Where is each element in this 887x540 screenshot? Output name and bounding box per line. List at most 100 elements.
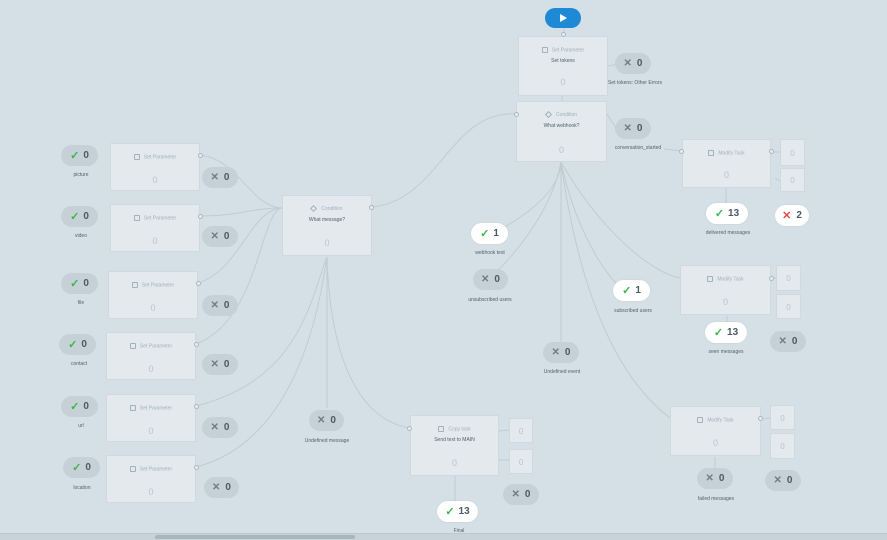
node-set-parameter-file[interactable]: Set Parameter 0 <box>108 271 198 319</box>
output-port[interactable] <box>198 153 203 158</box>
mini-node[interactable]: 0 <box>770 433 795 459</box>
modify-task-icon <box>697 417 704 423</box>
output-port[interactable] <box>198 214 203 219</box>
input-port[interactable] <box>561 32 566 37</box>
input-port[interactable] <box>679 149 684 154</box>
output-port[interactable] <box>194 404 199 409</box>
check-icon: ✓ <box>70 211 80 223</box>
label-contact: contact <box>70 361 88 367</box>
output-port[interactable] <box>196 281 201 286</box>
output-port[interactable] <box>769 149 774 154</box>
node-set-parameter-picture[interactable]: Set Parameter 0 <box>110 143 200 191</box>
node-type: Modify Task <box>707 417 734 424</box>
label-undefined-message: Undefined message <box>304 438 350 444</box>
input-port[interactable] <box>407 426 412 431</box>
count-pill-conversation-started: ✕0 <box>615 118 651 139</box>
edge <box>197 207 283 284</box>
x-icon: ✕ <box>210 359 219 370</box>
node-count: 0 <box>712 438 718 448</box>
error-pill-set-tokens: ✕0 <box>615 53 651 74</box>
label-file: file <box>77 300 85 306</box>
input-port[interactable] <box>514 112 519 117</box>
count-pill-webhook-test: ✓1 <box>471 223 508 244</box>
output-port[interactable] <box>194 342 199 347</box>
node-type: Set Parameter <box>143 154 177 161</box>
x-icon: ✕ <box>705 473 714 484</box>
edge <box>199 207 283 217</box>
edge <box>195 207 283 345</box>
output-port[interactable] <box>194 465 199 470</box>
edge <box>195 256 328 407</box>
node-type: Modify Task <box>718 150 745 157</box>
count-pill-undefined-event: ✕0 <box>543 342 579 363</box>
count-pill-file: ✓0 <box>61 273 98 294</box>
node-count: 0 <box>148 364 154 374</box>
check-icon: ✓ <box>70 401 80 413</box>
label-conversation-started: conversation_started <box>614 145 662 151</box>
mini-node[interactable]: 0 <box>509 449 533 474</box>
set-parameter-icon <box>131 282 138 288</box>
node-set-parameter-video[interactable]: Set Parameter 0 <box>110 204 200 252</box>
count-pill-unsubscribed: ✕0 <box>473 269 508 290</box>
node-count: 0 <box>723 170 729 180</box>
mini-node[interactable]: 0 <box>780 139 805 166</box>
set-parameter-icon <box>129 466 136 472</box>
node-modify-task-failed[interactable]: Modify Task 0 <box>670 406 761 456</box>
check-icon: ✓ <box>714 208 725 220</box>
node-count: 0 <box>148 487 154 497</box>
label-subscribed: subscribed users <box>614 308 652 314</box>
node-set-parameter-location[interactable]: Set Parameter 0 <box>106 455 196 503</box>
run-button[interactable] <box>545 8 581 28</box>
copy-icon <box>438 426 445 432</box>
edge <box>199 154 283 209</box>
x-icon: ✕ <box>481 274 490 285</box>
x-icon: ✕ <box>210 172 219 183</box>
set-parameter-icon <box>129 343 136 349</box>
mini-node[interactable]: 0 <box>509 418 533 443</box>
x-icon: ✕ <box>210 231 219 242</box>
node-count: 0 <box>451 458 457 468</box>
x-icon: ✕ <box>210 300 219 311</box>
horizontal-scrollbar[interactable] <box>0 533 887 540</box>
label-undefined-event: Undefined event <box>543 369 581 375</box>
condition-icon <box>544 111 552 119</box>
mini-node[interactable]: 0 <box>776 265 801 291</box>
check-icon: ✓ <box>72 462 82 474</box>
edge <box>606 113 617 129</box>
node-what-message[interactable]: Condition What message? 0 <box>282 195 372 256</box>
node-what-webhook[interactable]: Condition What webhook? 0 <box>516 101 607 162</box>
scrollbar-thumb[interactable] <box>155 535 355 539</box>
check-icon: ✓ <box>480 228 490 240</box>
output-port[interactable] <box>769 276 774 281</box>
node-type: Copy task <box>448 426 471 433</box>
count-pill-seen: ✓13 <box>705 322 747 343</box>
mini-node[interactable]: 0 <box>770 405 795 430</box>
node-type: Modify Task <box>717 276 744 283</box>
mini-node[interactable]: 0 <box>776 294 801 319</box>
label-set-tokens-errors: Set tokens: Other Errors <box>608 80 662 86</box>
output-port[interactable] <box>758 416 763 421</box>
error-pill-location: ✕0 <box>204 477 239 498</box>
node-count: 0 <box>152 236 158 246</box>
count-pill-contact: ✓0 <box>59 334 96 355</box>
node-modify-task-seen[interactable]: Modify Task 0 <box>680 265 771 315</box>
x-icon: ✕ <box>773 475 782 486</box>
node-title: What message? <box>308 217 346 223</box>
node-set-tokens[interactable]: Set Parameter Set tokens 0 <box>518 36 608 96</box>
node-copy-task[interactable]: Copy task Send text to MAIN 0 <box>410 415 499 476</box>
mini-node[interactable]: 0 <box>780 168 805 192</box>
node-set-parameter-contact[interactable]: Set Parameter 0 <box>106 332 196 380</box>
node-title: Set tokens <box>551 58 575 65</box>
node-type: Set Parameter <box>551 47 585 54</box>
modify-task-icon <box>707 276 714 282</box>
label-delivered: delivered messages <box>705 230 751 236</box>
node-set-parameter-url[interactable]: Set Parameter 0 <box>106 394 196 442</box>
node-type: Set Parameter <box>139 405 173 412</box>
output-port[interactable] <box>369 205 374 210</box>
label-unsubscribed: unsubscribed users <box>468 297 512 303</box>
node-modify-task-delivered[interactable]: Modify Task 0 <box>682 139 771 188</box>
edge <box>371 113 517 208</box>
node-count: 0 <box>152 175 158 185</box>
check-icon: ✓ <box>70 150 80 162</box>
